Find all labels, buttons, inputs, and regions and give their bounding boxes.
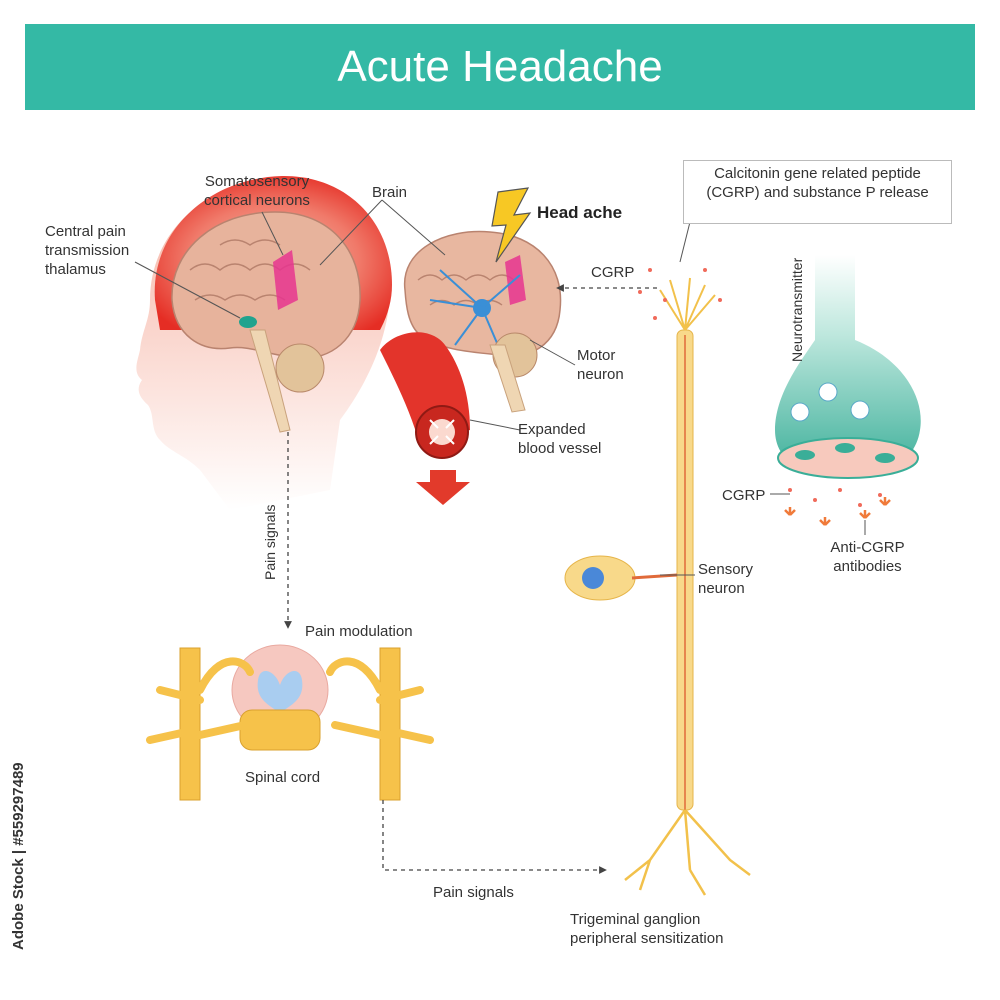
anti-cgrp-label: Anti-CGRP antibodies <box>830 539 905 575</box>
pain-modulation-label: Pain modulation <box>305 623 413 640</box>
title-banner: Acute Headache <box>25 24 975 110</box>
cgrp-right-label: CGRP <box>722 487 766 504</box>
cgrp-particles <box>638 268 722 320</box>
expanded-vessel-label: Expanded blood vessel <box>518 421 602 457</box>
brain-label: Brain <box>372 184 408 201</box>
motor-neuron-label: Motor neuron <box>577 347 624 383</box>
brain-headache-illustration <box>380 187 562 505</box>
head-profile-illustration <box>136 175 392 511</box>
leader-lines <box>134 199 866 576</box>
cgrp-callout-box: Calcitonin gene related peptide (CGRP) a… <box>683 160 952 224</box>
page-title: Acute Headache <box>337 42 663 91</box>
trigeminal-label: Trigeminal ganglion peripheral sensitiza… <box>570 911 724 947</box>
synapse-illustration <box>775 255 921 526</box>
central-pain-label: Central pain transmission thalamus <box>45 223 130 278</box>
stock-credit: Adobe Stock | #559297489 <box>10 762 27 950</box>
sensory-neuron-pathway <box>564 277 751 896</box>
pain-signals-vertical-label: Pain signals <box>262 504 278 581</box>
somatosensory-label: Somatosensory cortical neurons <box>204 173 310 209</box>
spinal-cord-label: Spinal cord <box>245 769 321 786</box>
cgrp-callout-text: Calcitonin gene related peptide (CGRP) a… <box>706 165 929 201</box>
cgrp-top-label: CGRP <box>591 264 635 281</box>
pain-signals-bottom-label: Pain signals <box>433 884 514 901</box>
sensory-neuron-label: Sensory neuron <box>698 561 754 597</box>
headache-label: Head ache <box>537 203 623 222</box>
neurotransmitter-label: Neurotransmitter <box>789 257 805 362</box>
signal-arrows <box>284 284 657 874</box>
spinal-cord-illustration <box>146 644 434 801</box>
